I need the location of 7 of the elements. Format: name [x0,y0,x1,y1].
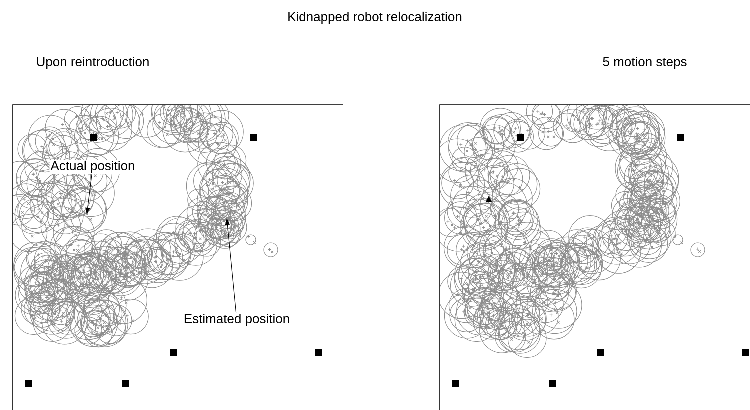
panel-heading: 5 motion steps [603,56,687,70]
arrow [86,174,92,214]
callout-label: Actual position [50,160,136,174]
panel-heading: Upon reintroduction [37,56,149,70]
title: Kidnapped robot relocalization [288,12,462,24]
callout-label: Estimated position [182,312,292,328]
arrow [225,218,237,314]
